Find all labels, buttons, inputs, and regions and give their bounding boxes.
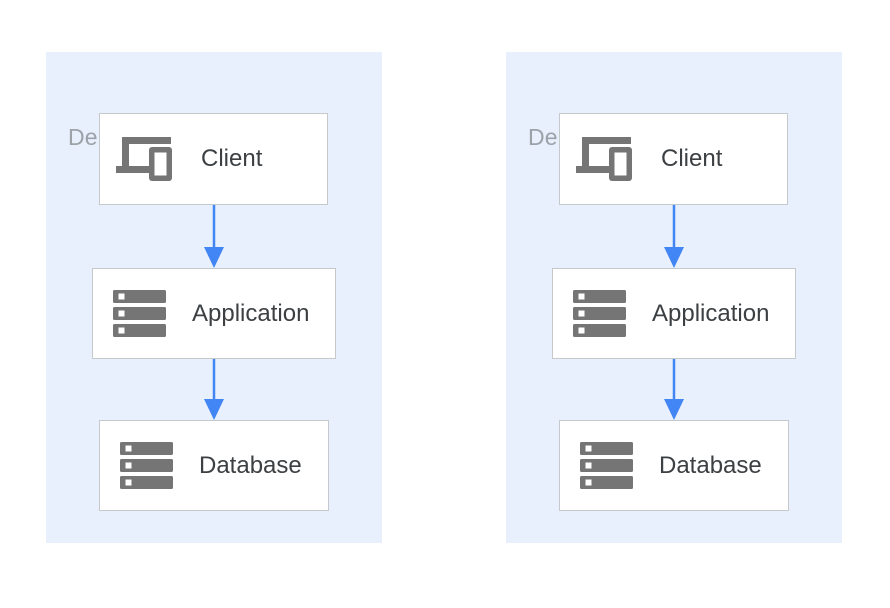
devices-icon xyxy=(116,137,172,181)
node-database: Database xyxy=(559,420,789,511)
deployment-location-2-panel: Deployment location 2 Client xyxy=(506,52,842,543)
devices-icon xyxy=(576,137,632,181)
server-stack-icon xyxy=(120,442,173,489)
arrow-client-to-application xyxy=(664,205,684,268)
server-stack-icon xyxy=(113,290,166,337)
node-client: Client xyxy=(99,113,328,205)
node-label: Client xyxy=(661,145,723,172)
server-stack-icon xyxy=(580,442,633,489)
node-application: Application xyxy=(92,268,336,359)
node-database: Database xyxy=(99,420,329,511)
node-label: Client xyxy=(201,145,263,172)
node-label: Application xyxy=(192,299,310,327)
arrow-application-to-database xyxy=(664,359,684,420)
deployment-location-1-panel: Deployment location 1 Client xyxy=(46,52,382,543)
arrow-client-to-application xyxy=(204,205,224,268)
node-application: Application xyxy=(552,268,796,359)
node-label: Database xyxy=(199,451,302,479)
node-client: Client xyxy=(559,113,788,205)
node-label: Database xyxy=(659,451,762,479)
node-label: Application xyxy=(652,299,770,327)
server-stack-icon xyxy=(573,290,626,337)
arrow-application-to-database xyxy=(204,359,224,420)
